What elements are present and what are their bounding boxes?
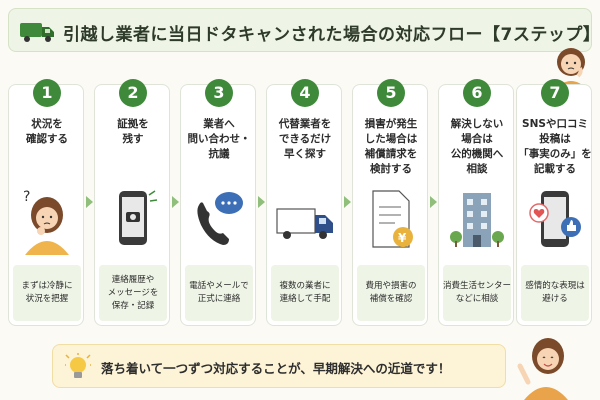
tip-text: 落ち着いて一つずつ対応することが、早期解決への近道です！ xyxy=(101,361,451,376)
arrow-icon xyxy=(86,196,93,208)
svg-text:?: ? xyxy=(23,189,30,205)
tip-banner: 落ち着いて一つずつ対応することが、早期解決への近道です！ xyxy=(52,344,506,388)
step-card-5: 5 損害が発生 した場合は 補償請求を 検討する ¥ 費用や損害の 補償を確認 xyxy=(352,79,428,326)
step-title: 損害が発生 した場合は 補償請求を 検討する xyxy=(364,118,418,175)
step-desc: 電話やメールで 正式に連絡 xyxy=(185,265,253,321)
phone-chat-icon xyxy=(197,192,243,245)
confused-woman-icon: ? xyxy=(23,189,69,255)
arrow-icon xyxy=(258,196,265,208)
step-card-7: 7 SNSや口コミ 投稿は 「事実のみ」を 記載する 感情的な表現は 避ける xyxy=(516,79,592,326)
step-title: SNSや口コミ 投稿は 「事実のみ」を 記載する xyxy=(518,118,592,175)
step-number: 7 xyxy=(541,79,569,107)
smartphone-camera-icon xyxy=(119,190,158,245)
document-yen-icon: ¥ xyxy=(372,190,413,248)
step-number: 6 xyxy=(463,79,491,107)
step-title: 代替業者を できるだけ 早く探す xyxy=(278,118,332,160)
step-desc: まずは冷静に 状況を把握 xyxy=(13,265,81,321)
step-card-1: 1 状況を 確認する ? まずは冷静に 状況を把握 xyxy=(8,79,84,326)
step-number: 3 xyxy=(205,79,233,107)
office-building-icon xyxy=(450,193,504,247)
svg-text:¥: ¥ xyxy=(398,231,407,245)
step-card-3: 3 業者へ 問い合わせ・ 抗議 電話やメールで 正式に連絡 xyxy=(180,79,256,326)
arrow-icon xyxy=(430,196,437,208)
truck-icon xyxy=(276,208,333,239)
step-title: 証拠を 残す xyxy=(117,118,149,145)
step-card-4: 4 代替業者を できるだけ 早く探す 複数の業者に 連絡して手配 xyxy=(266,79,342,326)
step-number: 5 xyxy=(377,79,405,107)
truck-icon xyxy=(20,23,54,42)
step-card-6: 6 解決しない 場合は 公的機関へ 相談 消費生活センター などに相談 xyxy=(438,79,514,326)
step-title: 業者へ 問い合わせ・ 抗議 xyxy=(187,118,251,160)
step-number: 2 xyxy=(119,79,147,107)
lightbulb-icon xyxy=(65,353,91,378)
step-number: 1 xyxy=(33,79,61,107)
step-card-2: 2 証拠を 残す 連絡履歴や メッセージを 保存・記録 xyxy=(94,79,170,326)
arrow-icon xyxy=(344,196,351,208)
step-desc: 複数の業者に 連絡して手配 xyxy=(271,265,339,321)
title-header: 引越し業者に当日ドタキャンされた場合の対応フロー【7ステップ】 xyxy=(8,8,600,52)
step-desc: 感情的な表現は 避ける xyxy=(521,265,589,321)
page-title: 引越し業者に当日ドタキャンされた場合の対応フロー【7ステップ】 xyxy=(63,25,600,45)
pointing-woman-icon xyxy=(517,338,568,400)
step-title: 状況を 確認する xyxy=(26,118,68,145)
step-title: 解決しない 場合は 公的機関へ 相談 xyxy=(450,118,504,175)
step-desc: 連絡履歴や メッセージを 保存・記録 xyxy=(99,265,167,321)
step-desc: 消費生活センター などに相談 xyxy=(443,265,511,321)
arrow-icon xyxy=(172,196,179,208)
step-number: 4 xyxy=(291,79,319,107)
smartphone-like-icon xyxy=(529,191,581,247)
step-desc: 費用や損害の 補償を確認 xyxy=(357,265,425,321)
